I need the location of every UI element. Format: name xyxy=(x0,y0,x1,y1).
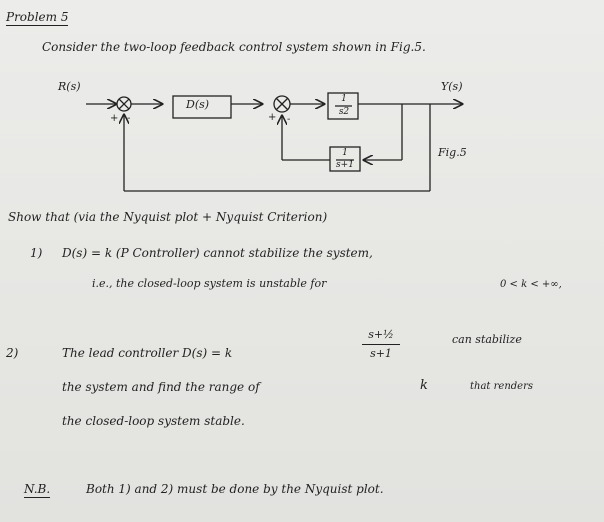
lead-fraction-bar xyxy=(362,344,400,345)
item1-range: 0 < k < +∞, xyxy=(500,279,562,290)
note-label: N.B. xyxy=(24,482,51,498)
item1-number: 1) xyxy=(30,246,43,260)
item1-text2: i.e., the closed-loop system is unstable… xyxy=(92,277,327,290)
item2-k: k xyxy=(420,378,428,393)
item1-text: D(s) = k (P Controller) cannot stabilize… xyxy=(62,246,373,260)
problem-title: Problem 5 xyxy=(6,10,69,26)
feedback-block xyxy=(329,146,361,172)
feedback-numerator: 1 xyxy=(342,148,348,158)
lead-denominator: s+1 xyxy=(370,347,392,360)
output-label: Y(s) xyxy=(441,80,463,93)
plant-block xyxy=(327,92,359,120)
item2-line2b: that renders xyxy=(470,381,533,392)
note-text: Both 1) and 2) must be done by the Nyqui… xyxy=(86,482,384,496)
sum1-minus: - xyxy=(127,113,131,124)
controller-block xyxy=(172,95,232,119)
sum1-plus: + xyxy=(110,113,119,124)
controller-label: D(s) xyxy=(186,98,210,111)
item2-number: 2) xyxy=(6,346,19,360)
lead-numerator: s+½ xyxy=(368,328,394,341)
sum2-plus: + xyxy=(268,112,277,123)
plant-numerator: 1 xyxy=(341,94,347,104)
item2-text: The lead controller D(s) = k xyxy=(62,346,233,360)
sum2-minus: - xyxy=(287,114,291,125)
plant-denominator: s2 xyxy=(338,107,350,117)
intro-text: Consider the two-loop feedback control s… xyxy=(42,40,426,54)
feedback-denominator: s+1 xyxy=(336,160,354,170)
input-label: R(s) xyxy=(58,80,81,93)
show-that-text: Show that (via the Nyquist plot + Nyquis… xyxy=(8,210,328,224)
item2-after: can stabilize xyxy=(452,333,522,346)
item2-line2: the system and find the range of xyxy=(62,380,260,394)
figure-label: Fig.5 xyxy=(438,146,467,159)
item2-line3: the closed-loop system stable. xyxy=(62,414,245,428)
